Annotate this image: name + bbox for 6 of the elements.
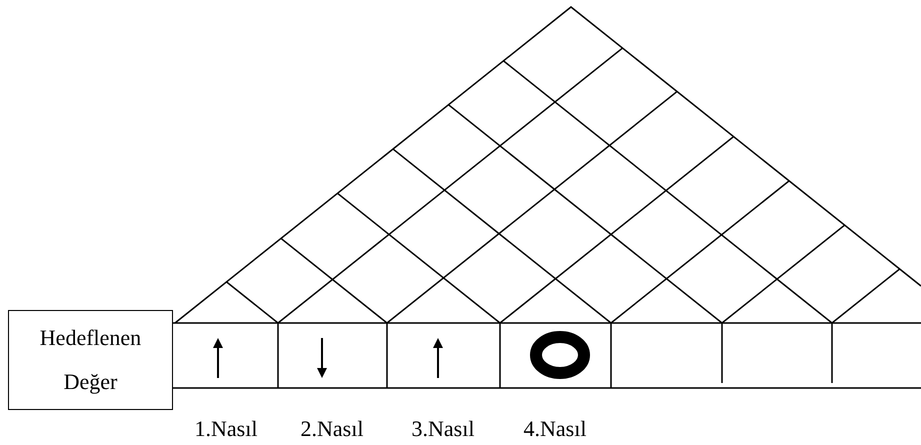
row-header-box [8, 310, 173, 410]
column-label: 2.Nasıl [300, 416, 364, 442]
column-label: 4.Nasıl [524, 416, 586, 442]
column-label: 1.Nasıl [194, 416, 258, 442]
row-header-text: Hedeflenen Değer [38, 324, 142, 396]
column-label: 3.Nasıl [412, 416, 474, 442]
